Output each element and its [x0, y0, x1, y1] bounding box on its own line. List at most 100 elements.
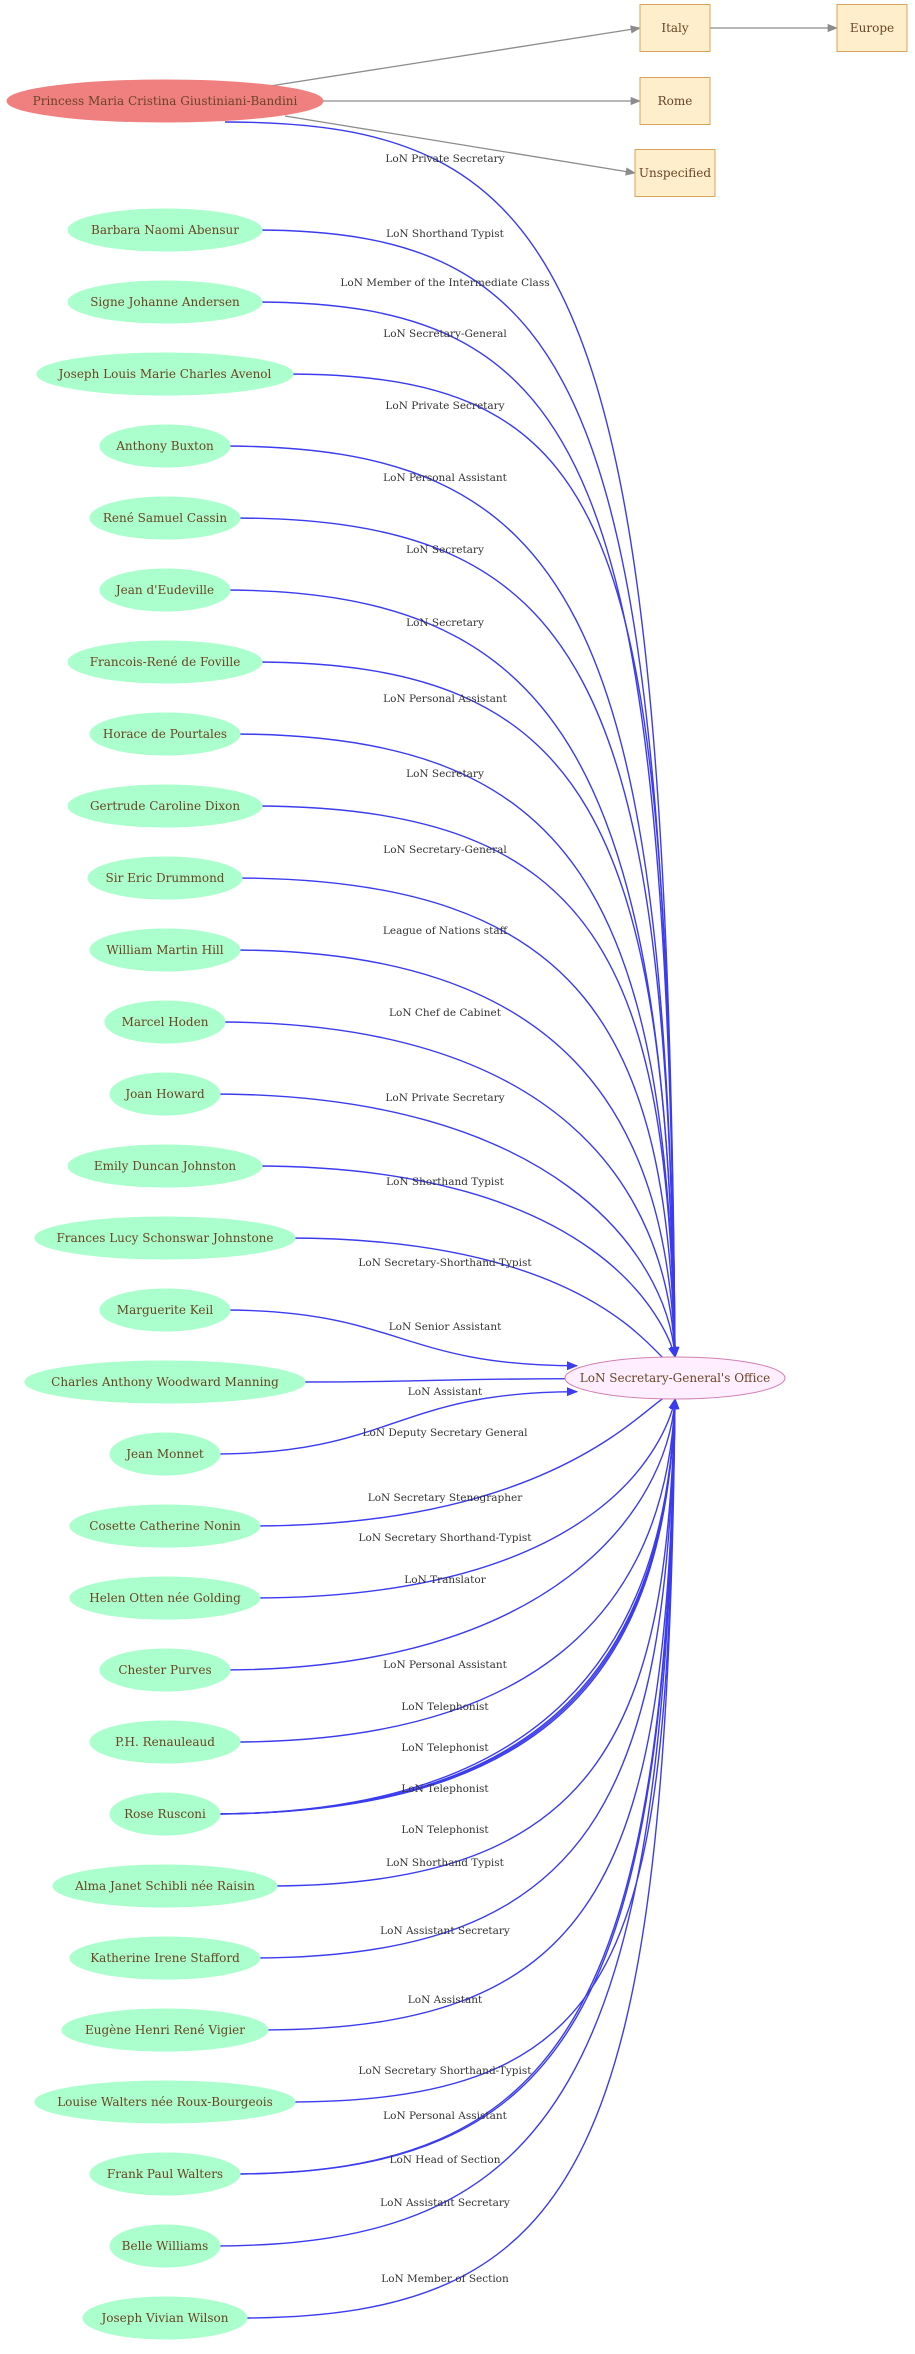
person-node-keil[interactable]: Marguerite Keil	[99, 1288, 231, 1332]
person-node-keil-label: Marguerite Keil	[117, 1303, 214, 1317]
person-node-pourtales-shape	[89, 712, 241, 756]
person-node-otten-shape	[69, 1576, 261, 1620]
person-node-howard-label: Joan Howard	[123, 1087, 205, 1101]
edge-raisin-to-office	[268, 1397, 680, 1887]
person-node-williams[interactable]: Belle Williams	[109, 2224, 221, 2268]
edge-root-to-italy	[269, 25, 642, 87]
edge-label: LoN Secretary-Shorthand-Typist	[358, 1257, 532, 1269]
place-node-rome[interactable]: Rome	[639, 77, 711, 125]
place-node-rome-label: Rome	[658, 94, 693, 108]
edge-purves-to-office	[221, 1397, 679, 1671]
person-node-monnet[interactable]: Jean Monnet	[109, 1432, 221, 1476]
person-node-otten-label: Helen Otten née Golding	[89, 1591, 241, 1605]
person-node-andersen-label: Signe Johanne Andersen	[90, 295, 240, 309]
person-node-rusconi-shape	[109, 1792, 221, 1836]
edge-hill-to-office	[231, 949, 680, 1359]
person-node-johnstone[interactable]: Frances Lucy Schonswar Johnstone	[34, 1216, 296, 1260]
person-node-cassin-label: René Samuel Cassin	[103, 511, 228, 525]
person-node-rusconi-label: Rose Rusconi	[124, 1807, 206, 1821]
edge-label: LoN Secretary	[406, 544, 484, 556]
edge-dixon-to-office	[253, 805, 680, 1359]
edge-label: LoN Private Secretary	[385, 400, 504, 412]
person-node-deudeville[interactable]: Jean d'Eudeville	[99, 568, 231, 612]
edge-label: LoN Private Secretary	[385, 1092, 504, 1104]
person-node-hill[interactable]: William Martin Hill	[89, 928, 241, 972]
place-node-unspecified-shape	[634, 149, 716, 197]
edge-hoden-to-office	[216, 1021, 680, 1359]
edge-label: LoN Personal Assistant	[383, 693, 507, 705]
person-node-avenol-shape	[36, 352, 294, 396]
person-node-raisin-shape	[52, 1864, 278, 1908]
place-node-europe-shape	[836, 4, 908, 52]
person-node-johnston[interactable]: Emily Duncan Johnston	[67, 1144, 263, 1188]
person-node-hill-shape	[89, 928, 241, 972]
person-node-williams-shape	[109, 2224, 221, 2268]
person-node-avenol[interactable]: Joseph Louis Marie Charles Avenol	[36, 352, 294, 396]
edge-label: LoN Senior Assistant	[389, 1321, 502, 1333]
person-node-purves[interactable]: Chester Purves	[99, 1648, 231, 1692]
edge-wilson-to-office	[238, 1397, 680, 2319]
person-node-keil-shape	[99, 1288, 231, 1332]
person-node-drummond-label: Sir Eric Drummond	[106, 871, 225, 885]
place-node-europe[interactable]: Europe	[836, 4, 908, 52]
place-node-italy[interactable]: Italy	[639, 4, 711, 52]
edge-pourtales-to-office	[231, 733, 680, 1359]
person-node-avenol-label: Joseph Louis Marie Charles Avenol	[57, 367, 272, 381]
person-node-renauleaud[interactable]: P.H. Renauleaud	[89, 1720, 241, 1764]
edge-monnet-to-office	[211, 1387, 579, 1455]
edge-buxton-to-office	[221, 445, 680, 1359]
office-node-shape	[564, 1356, 786, 1400]
person-node-vigier[interactable]: Eugène Henri René Vigier	[61, 2008, 269, 2052]
person-node-wilson[interactable]: Joseph Vivian Wilson	[82, 2296, 248, 2340]
person-node-johnston-label: Emily Duncan Johnston	[94, 1159, 237, 1173]
edge-label: LoN Telephonist	[401, 1824, 489, 1836]
person-node-howard[interactable]: Joan Howard	[109, 1072, 221, 1116]
person-node-cassin[interactable]: René Samuel Cassin	[89, 496, 241, 540]
person-node-andersen-shape	[67, 280, 263, 324]
root-person-node[interactable]: Princess Maria Cristina Giustiniani-Band…	[6, 79, 324, 123]
edge-label: LoN Translator	[404, 1574, 486, 1586]
edge-vigier-to-office	[259, 1397, 680, 2031]
person-node-nonin[interactable]: Cosette Catherine Nonin	[69, 1504, 261, 1548]
person-node-drummond[interactable]: Sir Eric Drummond	[87, 856, 243, 900]
person-node-buxton[interactable]: Anthony Buxton	[99, 424, 231, 468]
root-person-node-shape	[6, 79, 324, 123]
person-node-deudeville-label: Jean d'Eudeville	[114, 583, 214, 597]
person-node-foville[interactable]: Francois-René de Foville	[67, 640, 263, 684]
person-node-dixon[interactable]: Gertrude Caroline Dixon	[67, 784, 263, 828]
person-node-rusconi[interactable]: Rose Rusconi	[109, 1792, 221, 1836]
person-node-roux[interactable]: Louise Walters née Roux-Bourgeois	[34, 2080, 296, 2124]
person-node-hoden-label: Marcel Hoden	[122, 1015, 209, 1029]
person-node-buxton-label: Anthony Buxton	[115, 439, 214, 453]
person-node-andersen[interactable]: Signe Johanne Andersen	[67, 280, 263, 324]
office-node[interactable]: LoN Secretary-General's Office	[564, 1356, 786, 1400]
edge-label: LoN Secretary	[406, 768, 484, 780]
person-node-walters[interactable]: Frank Paul Walters	[89, 2152, 241, 2196]
edge-layer	[211, 23, 839, 2319]
person-node-deudeville-shape	[99, 568, 231, 612]
person-node-otten[interactable]: Helen Otten née Golding	[69, 1576, 261, 1620]
person-node-walters-label: Frank Paul Walters	[107, 2167, 223, 2181]
edge-label: LoN Telephonist	[401, 1742, 489, 1754]
place-node-unspecified[interactable]: Unspecified	[634, 149, 716, 197]
person-node-hoden[interactable]: Marcel Hoden	[104, 1000, 226, 1044]
place-node-italy-label: Italy	[661, 21, 689, 35]
edge-williams-to-office	[211, 1397, 680, 2247]
edge-label: LoN Secretary-General	[383, 844, 507, 856]
person-node-cassin-shape	[89, 496, 241, 540]
person-node-stafford[interactable]: Katherine Irene Stafford	[69, 1936, 261, 1980]
person-node-nonin-label: Cosette Catherine Nonin	[89, 1519, 241, 1533]
person-node-stafford-label: Katherine Irene Stafford	[90, 1951, 240, 1965]
edge-stafford-to-office	[251, 1397, 680, 1959]
person-node-pourtales[interactable]: Horace de Pourtales	[89, 712, 241, 756]
person-node-dixon-label: Gertrude Caroline Dixon	[90, 799, 240, 813]
edge-label: LoN Personal Assistant	[383, 1659, 507, 1671]
person-node-manning[interactable]: Charles Anthony Woodward Manning	[24, 1360, 306, 1404]
person-node-walters-shape	[89, 2152, 241, 2196]
person-node-abensur[interactable]: Barbara Naomi Abensur	[67, 208, 263, 252]
root-person-node-label: Princess Maria Cristina Giustiniani-Band…	[33, 94, 298, 108]
person-node-johnston-shape	[67, 1144, 263, 1188]
place-node-unspecified-label: Unspecified	[639, 166, 711, 180]
edge-label: LoN Private Secretary	[385, 153, 504, 165]
person-node-raisin[interactable]: Alma Janet Schibli née Raisin	[52, 1864, 278, 1908]
